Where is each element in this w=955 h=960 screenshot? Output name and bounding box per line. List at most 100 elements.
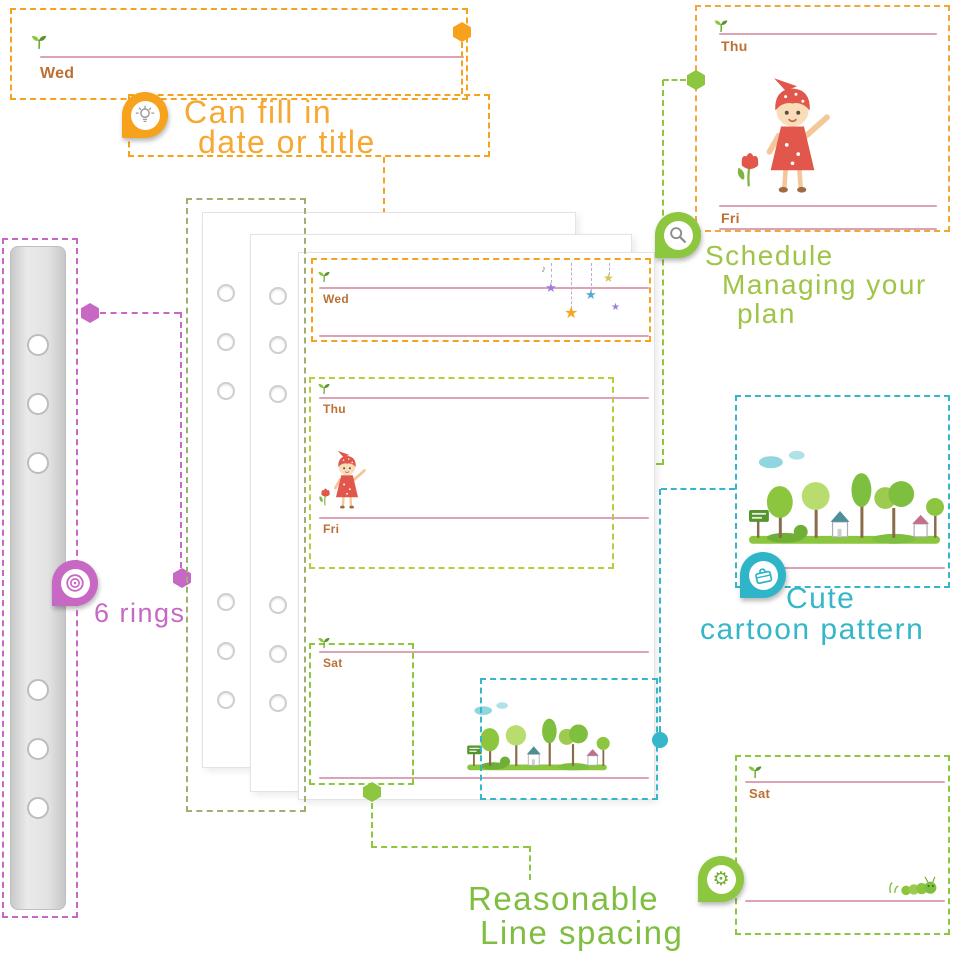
rings-pin xyxy=(52,560,98,606)
star-icon: ★ xyxy=(545,280,557,295)
star-string xyxy=(571,263,572,309)
binder-ring xyxy=(27,334,49,356)
pin-bubble: ⚙ xyxy=(706,864,736,894)
connector-line xyxy=(663,79,686,81)
sprout-icon xyxy=(747,763,763,779)
spacing-callout-line1: Reasonable xyxy=(468,880,660,917)
binder-hole xyxy=(217,593,235,611)
binder-hole xyxy=(217,642,235,660)
connector-node-green xyxy=(687,70,705,90)
rule-line xyxy=(719,228,937,230)
rule-line xyxy=(319,335,649,337)
day-label-wed: Wed xyxy=(40,65,75,82)
connector-line xyxy=(662,80,664,465)
binder-hole xyxy=(269,645,287,663)
planner-page-front: Wed ♪ ★ ★ ★ ★ ★ Thu Fri Sat xyxy=(298,252,655,800)
day-label-fri: Fri xyxy=(721,210,740,226)
magnifier-icon xyxy=(667,224,689,246)
star-icon: ★ xyxy=(564,305,579,322)
connector-line xyxy=(383,157,385,245)
binder-ring xyxy=(27,738,49,760)
rings-callout: 6 rings xyxy=(94,598,186,628)
connector-line xyxy=(661,488,735,490)
briefcase-pin xyxy=(740,552,786,598)
magnifier-pin xyxy=(655,212,701,258)
rule-line xyxy=(719,33,937,35)
rule-line xyxy=(745,900,945,902)
girl-illustration xyxy=(318,447,376,515)
wed-highlight-frame xyxy=(311,258,651,342)
star-icon: ★ xyxy=(611,302,620,313)
schedule-callout-line2: Managing your xyxy=(722,269,927,300)
sat-highlight-frame xyxy=(309,643,414,785)
binder-hole xyxy=(269,694,287,712)
rule-line xyxy=(719,205,937,207)
connector-line xyxy=(100,312,180,314)
rule-line xyxy=(319,397,649,399)
spacing-detail-box: Sat xyxy=(735,755,950,935)
music-note-icon: ♪ xyxy=(541,264,546,275)
girl-illustration xyxy=(735,73,850,203)
pattern-highlight-frame xyxy=(480,678,658,800)
pin-bubble xyxy=(130,100,160,130)
thu-fri-highlight-frame xyxy=(309,377,614,569)
day-label-sat: Sat xyxy=(749,786,771,801)
sprout-icon xyxy=(713,17,729,33)
pattern-callout-line1: Cute xyxy=(786,582,856,615)
rule-line xyxy=(40,56,464,58)
connector-line xyxy=(529,846,531,880)
binder-hole xyxy=(217,284,235,302)
binder-hole xyxy=(269,287,287,305)
title-detail-box: Wed xyxy=(10,8,468,100)
pin-bubble xyxy=(663,220,693,250)
rule-line xyxy=(319,287,649,289)
sprout-icon xyxy=(317,269,331,283)
pattern-detail-box xyxy=(735,395,950,588)
schedule-callout-line1: Schedule xyxy=(705,240,834,271)
pin-bubble xyxy=(748,560,778,590)
briefcase-icon xyxy=(752,564,775,587)
binder-hole xyxy=(269,596,287,614)
bound-edge-frame xyxy=(186,198,306,812)
connector-node-teal xyxy=(652,732,668,748)
rule-line xyxy=(319,651,649,653)
gear-icon: ⚙ xyxy=(712,868,730,890)
day-label-fri: Fri xyxy=(323,522,340,536)
day-label-thu: Thu xyxy=(721,38,748,54)
schedule-callout-line3: plan xyxy=(737,298,796,329)
binder-ring xyxy=(27,797,49,819)
hanging-stars-decoration: ♪ ★ ★ ★ ★ ★ xyxy=(541,263,623,337)
binder-hole xyxy=(217,382,235,400)
day-label-wed: Wed xyxy=(323,292,350,306)
day-label-thu: Thu xyxy=(323,402,346,416)
star-string xyxy=(591,263,592,291)
sprout-icon xyxy=(30,32,48,50)
connector-line xyxy=(461,42,463,94)
connector-node-purple xyxy=(81,303,99,323)
connector-line xyxy=(659,489,661,732)
star-string xyxy=(609,263,610,275)
rule-line xyxy=(319,777,649,779)
schedule-detail-box: Thu Fri xyxy=(695,5,950,232)
connector-node-green xyxy=(363,782,381,802)
binder-hole xyxy=(269,385,287,403)
star-icon: ★ xyxy=(585,287,597,302)
binder-hole xyxy=(269,336,287,354)
binder-ring xyxy=(27,393,49,415)
binder-ring xyxy=(27,452,49,474)
binder-hole xyxy=(217,333,235,351)
lightbulb-icon xyxy=(134,104,156,126)
fill-callout-line2: date or title xyxy=(198,124,376,160)
star-string xyxy=(551,263,552,283)
sprout-icon xyxy=(317,381,331,395)
rings-icon xyxy=(64,572,86,594)
trees-illustration xyxy=(745,445,944,557)
binder-ring xyxy=(27,679,49,701)
connector-line xyxy=(180,312,182,578)
connector-line xyxy=(371,846,529,848)
sprout-icon xyxy=(317,635,331,649)
rule-line xyxy=(745,781,945,783)
rule-line xyxy=(743,567,945,569)
day-label-sat: Sat xyxy=(323,656,343,670)
